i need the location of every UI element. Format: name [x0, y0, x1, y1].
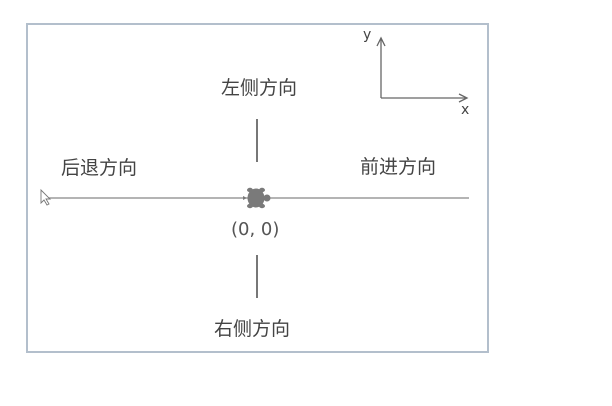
- cursor-icon: [40, 188, 52, 206]
- right-side-direction-label: 右侧方向: [214, 318, 291, 340]
- y-axis-arrowhead: [376, 36, 386, 47]
- y-axis-label: y: [363, 27, 372, 43]
- turtle-icon: [243, 187, 271, 209]
- coordinate-indicator: [376, 36, 469, 103]
- forward-direction-label: 前进方向: [360, 156, 437, 178]
- backward-direction-label: 后退方向: [61, 157, 138, 179]
- x-axis-label: x: [461, 102, 470, 118]
- left-side-direction-label: 左侧方向: [221, 77, 298, 99]
- origin-label: (0, 0): [231, 219, 280, 240]
- x-axis-arrowhead: [458, 93, 469, 103]
